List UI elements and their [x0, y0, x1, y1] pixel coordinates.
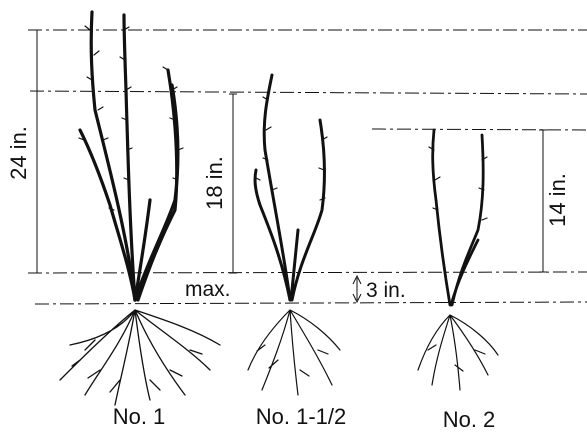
plant-no1-1-2-canes	[255, 75, 324, 300]
label-height-14in: 14 in.	[545, 173, 570, 227]
plant-no1	[60, 12, 220, 405]
plant-no2	[418, 130, 498, 390]
label-height-24in: 24 in.	[6, 126, 31, 180]
label-grade-no1-1-2: No. 1-1/2	[256, 404, 347, 429]
guide-lines	[28, 30, 587, 304]
plant-no2-canes	[433, 130, 484, 305]
guide-line-shank-top	[28, 272, 587, 273]
plant-no1-1-2-roots	[248, 310, 340, 395]
guide-line-18in	[30, 91, 587, 94]
guide-line-14in	[372, 129, 587, 130]
label-grade-no2: No. 2	[443, 407, 496, 432]
label-height-18in: 18 in.	[202, 156, 227, 210]
label-graft-gap-3in: 3 in.	[366, 279, 406, 302]
plant-no1-roots	[60, 310, 220, 405]
plant-no2-roots	[418, 315, 498, 390]
label-grade-no1: No. 1	[113, 404, 166, 429]
plant-no1-1-2	[248, 75, 340, 395]
label-max: max.	[185, 278, 231, 301]
plant-no1-thorns	[79, 26, 183, 210]
guide-line-graft	[35, 302, 587, 304]
